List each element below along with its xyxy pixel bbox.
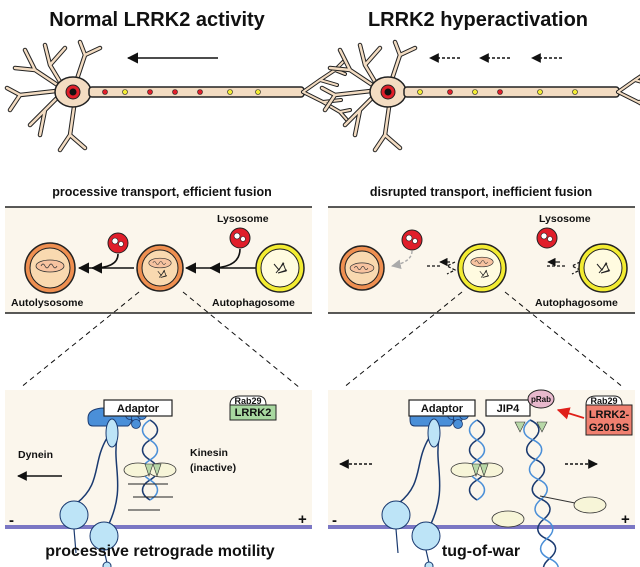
left-motion-lines <box>128 483 173 511</box>
left-zoom-line-2 <box>182 291 301 389</box>
left-lysosome-label: Lysosome <box>217 213 269 225</box>
right-neuron <box>322 42 640 150</box>
left-dynein-label: Dynein <box>18 449 53 461</box>
right-adaptor-box <box>408 399 476 417</box>
right-autophagosome-label: Autophagosome <box>535 297 618 309</box>
right-autophagosome <box>579 244 627 292</box>
right-jip4-heads <box>514 421 548 433</box>
left-rab29-label: Rab29 <box>234 396 261 406</box>
right-phosphorylation-arrow <box>556 407 585 420</box>
left-adaptor-box <box>103 399 173 417</box>
left-autolysosome <box>25 243 75 293</box>
right-lysosome-1 <box>401 229 423 251</box>
left-lrrk2-label: LRRK2 <box>235 407 272 419</box>
right-jip4-foot-2 <box>573 496 607 514</box>
left-lrrk2-box <box>229 404 277 421</box>
right-title: LRRK2 hyperactivation <box>368 9 588 31</box>
left-lysosome-2 <box>229 227 251 249</box>
right-lrrk2-label-line2: G2019S <box>589 422 629 434</box>
right-zoom-line-2 <box>504 291 625 389</box>
right-rab29-shape <box>585 395 623 406</box>
left-rab29-shape <box>229 395 267 406</box>
right-jip4-box <box>485 399 531 417</box>
right-jip4-label: JIP4 <box>497 403 521 415</box>
right-motility-caption: tug-of-war <box>442 543 520 560</box>
right-jip4-foot-1 <box>491 510 525 528</box>
left-adaptor-label: Adaptor <box>117 403 160 415</box>
right-axon-cargo <box>417 89 578 95</box>
left-autophagosome-label: Autophagosome <box>212 297 295 309</box>
right-plus-end: + <box>621 511 630 528</box>
left-microtubule <box>5 525 312 529</box>
right-lrrk2-mutant-box <box>585 404 633 436</box>
left-zoom-line-1 <box>19 291 140 389</box>
right-autolysosome <box>339 245 385 291</box>
right-prab-blob <box>527 389 555 409</box>
right-prab-label: pRab <box>531 395 551 404</box>
right-minus-end: - <box>332 512 337 529</box>
left-kinesin-label: Kinesin <box>190 447 228 459</box>
left-kinesin-state: (inactive) <box>190 462 236 474</box>
right-rab29-label: Rab29 <box>590 396 617 406</box>
right-lysosome-label: Lysosome <box>539 213 591 225</box>
left-lysosome-1 <box>107 232 129 254</box>
right-lysosome-2 <box>536 227 558 249</box>
left-axon-cargo <box>102 89 261 95</box>
right-lrrk2-label-line1: LRRK2- <box>589 409 630 421</box>
left-transport-caption: processive transport, efficient fusion <box>52 185 272 199</box>
left-minus-end: - <box>9 512 14 529</box>
left-autolysosome-label: Autolysosome <box>11 297 84 309</box>
right-microtubule <box>328 525 635 529</box>
left-autophagosome <box>256 244 304 292</box>
left-motility-caption: processive retrograde motility <box>45 543 275 560</box>
left-intermediate-vesicle <box>137 245 183 291</box>
left-title: Normal LRRK2 activity <box>49 9 265 31</box>
right-autophagosome-with-mito <box>457 243 507 293</box>
right-adaptor-label: Adaptor <box>421 403 464 415</box>
right-transport-caption: disrupted transport, inefficient fusion <box>370 185 592 199</box>
left-plus-end: + <box>298 511 307 528</box>
right-zoom-line-1 <box>342 291 463 389</box>
